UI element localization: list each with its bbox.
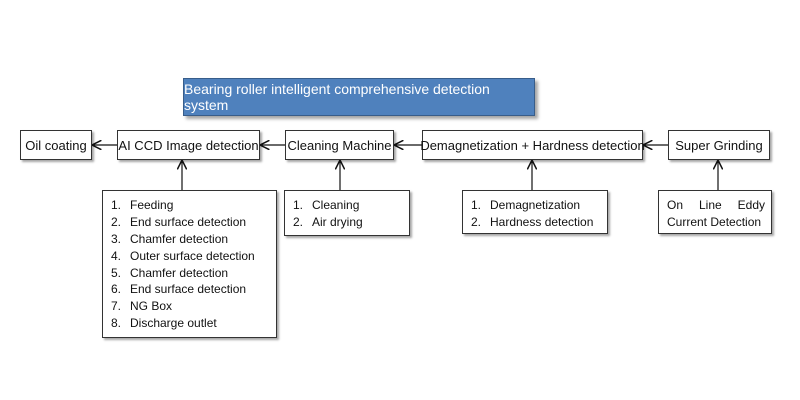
list-item: 8. Discharge outlet	[111, 315, 268, 332]
list-item-text: Outer surface detection	[130, 248, 255, 263]
list-item-number: 2.	[293, 214, 304, 229]
list-item-text: Demagnetization	[490, 198, 581, 212]
list-item-text: Chamfer detection	[130, 231, 229, 246]
list-item-text: Discharge outlet	[130, 316, 217, 331]
list-item-number: 6.	[111, 282, 122, 297]
list-item-number: 3.	[111, 231, 122, 246]
detail-box-demagnetization: 1. Demagnetization 2. Hardness detection	[462, 190, 608, 234]
list-item-number: 1.	[471, 198, 482, 212]
ccd-step-list: 1. Feeding 2. End surface detection 3. Chamfe…	[111, 197, 268, 332]
list-item-text: End surface detection	[130, 282, 247, 297]
detail-box-ccd: 1. Feeding 2. End surface detection 3. Chamfe…	[102, 190, 277, 338]
list-item-number: 2.	[111, 214, 122, 229]
diagram-title: Bearing roller intelligent comprehensive…	[183, 78, 535, 116]
list-item-text: End surface detection	[130, 214, 247, 229]
list-item-text: Hardness detection	[490, 214, 594, 229]
list-item: 2. End surface detection	[111, 214, 268, 231]
list-item-number: 1.	[111, 198, 122, 212]
list-item-number: 2.	[471, 214, 482, 229]
list-item-number: 4.	[111, 248, 122, 263]
eddy-current-detection-text: On Line Eddy Current Detection	[667, 198, 765, 229]
detail-box-cleaning: 1. Cleaning 2. Air drying	[284, 190, 410, 236]
demag-step-list: 1. Demagnetization 2. Hardness detection	[471, 197, 599, 231]
list-item: 2. Hardness detection	[471, 214, 599, 231]
list-item-text: Air drying	[312, 214, 363, 229]
list-item-number: 5.	[111, 265, 122, 280]
list-item-text: Chamfer detection	[130, 265, 229, 280]
list-item: 5. Chamfer detection	[111, 265, 268, 282]
list-item-text: Feeding	[130, 198, 174, 212]
list-item-text: Cleaning	[312, 198, 360, 212]
list-item-number: 7.	[111, 299, 122, 314]
stage-cleaning-machine: Cleaning Machine	[285, 130, 394, 160]
detail-box-eddy-current: On Line Eddy Current Detection	[658, 190, 772, 234]
stage-oil-coating: Oil coating	[20, 130, 92, 160]
list-item: 1. Cleaning	[293, 197, 401, 214]
cleaning-step-list: 1. Cleaning 2. Air drying	[293, 197, 401, 231]
list-item: 3. Chamfer detection	[111, 231, 268, 248]
list-item-number: 1.	[293, 198, 304, 212]
list-item: 6. End surface detection	[111, 281, 268, 298]
stage-demagnetization-hardness: Demagnetization + Hardness detection	[420, 130, 645, 160]
list-item: 7. NG Box	[111, 298, 268, 315]
stage-super-grinding: Super Grinding	[668, 130, 770, 160]
stage-ai-ccd-image-detection: AI CCD Image detection	[117, 130, 260, 160]
list-item-number: 8.	[111, 316, 122, 331]
list-item-text: NG Box	[130, 299, 173, 314]
list-item: 1. Feeding	[111, 197, 268, 214]
list-item: 4. Outer surface detection	[111, 248, 268, 265]
list-item: 2. Air drying	[293, 214, 401, 231]
list-item: 1. Demagnetization	[471, 197, 599, 214]
